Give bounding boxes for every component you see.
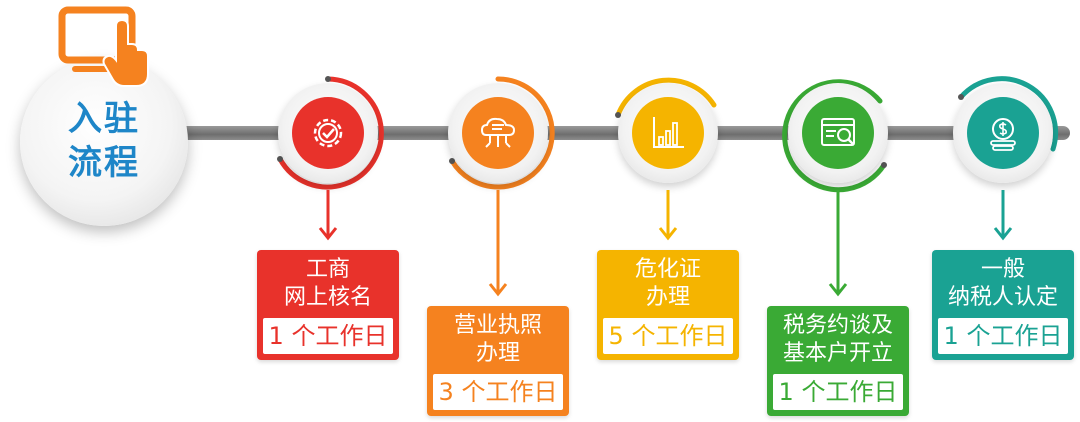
start-title-line1: 入驻 [68, 99, 140, 139]
step-4-title: 税务约谈及基本户开立 [782, 313, 893, 366]
step-1-days: 1 个工作日 [263, 318, 393, 354]
step-1-card: 工商网上核名 1 个工作日 [257, 250, 399, 360]
step-1-ring [277, 76, 384, 190]
step-5-card: 一般纳税人认定 1 个工作日 [932, 250, 1074, 360]
gear-check-icon [313, 118, 343, 148]
step-2-title: 营业执照办理 [453, 313, 542, 366]
bar-chart-icon [653, 117, 684, 148]
coin-icon [990, 118, 1016, 151]
step-1-title: 工商网上核名 [283, 257, 372, 310]
step-1-node [270, 75, 386, 191]
step-2-days: 3 个工作日 [433, 374, 563, 410]
arrow-step-3 [658, 190, 678, 241]
cloud-network-icon [480, 117, 516, 148]
step-3-days: 5 个工作日 [603, 318, 733, 354]
arrow-step-5 [993, 190, 1013, 241]
step-4-card: 税务约谈及基本户开立 1 个工作日 [767, 306, 909, 416]
step-5-title: 一般纳税人认定 [947, 257, 1058, 310]
start-title-line2: 流程 [68, 143, 140, 183]
start-badge: 入驻 流程 [20, 58, 188, 226]
step-3-title: 危化证办理 [634, 257, 701, 310]
step-4-ring [782, 79, 887, 193]
step-5-node [945, 75, 1061, 191]
step-2-node [440, 75, 556, 191]
step-3-card: 危化证办理 5 个工作日 [597, 250, 739, 360]
step-5-days: 1 个工作日 [938, 318, 1068, 354]
step-4-node [780, 75, 896, 193]
arrow-step-4 [828, 190, 848, 297]
tablet-touch-icon [58, 4, 158, 90]
web-search-icon [821, 118, 855, 146]
step-2-card: 营业执照办理 3 个工作日 [427, 306, 569, 416]
step-3-node [610, 75, 726, 191]
step-4-days: 1 个工作日 [773, 374, 903, 410]
arrow-step-2 [488, 190, 508, 297]
arrow-step-1 [318, 190, 338, 241]
step-5-ring [958, 76, 1059, 152]
step-2-ring [449, 76, 555, 190]
